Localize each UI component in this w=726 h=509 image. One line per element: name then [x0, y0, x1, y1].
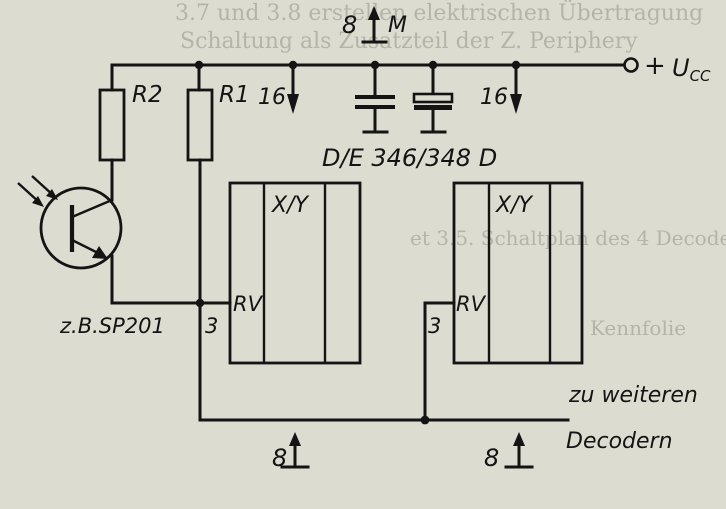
- ic1-xy-label: X/Y: [271, 193, 309, 218]
- further-decoders-line2: Decodern: [566, 429, 673, 454]
- light-ray-head: [46, 189, 58, 200]
- ucc-letter: U: [672, 54, 690, 82]
- ic2-xy-label: X/Y: [495, 193, 533, 218]
- ground-pin-2: [504, 432, 534, 469]
- ucc-plus-sign: +: [644, 51, 666, 81]
- ground-pin-1-label: 8: [272, 444, 287, 472]
- r2-label: R2: [132, 82, 163, 108]
- capacitor-1: [355, 63, 395, 134]
- bleed-line-3: et 3.5. Schaltplan des 4 Decodertyps: [410, 226, 726, 250]
- ic2-pin-label: 3: [428, 314, 441, 338]
- supply-pin-name: M: [388, 13, 407, 38]
- arrow-head: [510, 94, 522, 114]
- supply-pin-arrow: [361, 6, 388, 44]
- transistor-collector: [71, 198, 113, 219]
- transistor-type-label: z.B.SP201: [59, 314, 165, 338]
- light-ray-head: [32, 196, 44, 207]
- further-decoders-line1: zu weiteren: [568, 383, 698, 408]
- ground-pin-2-label: 8: [484, 444, 499, 472]
- phototransistor: [39, 186, 123, 270]
- ic2-rv-label: RV: [456, 292, 487, 316]
- bleed-through-text: 3.7 und 3.8 erstellen elektrischen Übert…: [175, 0, 726, 340]
- arrow-head: [289, 432, 301, 446]
- arrow-head: [287, 94, 299, 114]
- light-arrows: [17, 175, 58, 207]
- cap-plate-bottom: [414, 105, 452, 110]
- resistor-r1: [186, 88, 214, 162]
- capacitor-2: [412, 63, 454, 134]
- ic1-pin-label: 3: [205, 314, 218, 338]
- decoder-ic-2: [452, 181, 584, 365]
- arrow-head: [513, 432, 525, 446]
- load-right-label: 16: [480, 85, 508, 110]
- resistor-r2: [98, 88, 126, 162]
- arrow-head: [368, 6, 380, 20]
- ic1-rv-label: RV: [233, 292, 264, 316]
- load-arrow-left: [287, 63, 299, 114]
- ucc-label: UCC: [672, 54, 711, 85]
- ic-reference-label: D/E 346/348 D: [322, 144, 497, 172]
- load-left-label: 16: [258, 85, 286, 110]
- cap-plate-top: [412, 92, 454, 104]
- load-arrow-right: [510, 63, 522, 114]
- decoder-ic-1: [228, 181, 362, 365]
- supply-pin-number: 8: [342, 11, 357, 39]
- bleed-line-2: Schaltung als Zusatzteil der Z. Peripher…: [180, 29, 638, 54]
- ground-pin-1: [280, 432, 310, 469]
- ucc-subscript: CC: [690, 67, 711, 85]
- ic-body: [452, 181, 584, 365]
- ic-body: [228, 181, 362, 365]
- ucc-terminal: [623, 57, 639, 73]
- bleed-line-4: Kennfolie: [590, 316, 686, 340]
- rv-junction: [195, 298, 205, 308]
- r1-label: R1: [219, 82, 250, 108]
- bleed-line-1: 3.7 und 3.8 erstellen elektrischen Übert…: [175, 0, 703, 26]
- emitter-arrow: [92, 246, 108, 259]
- transistor-body: [39, 186, 123, 270]
